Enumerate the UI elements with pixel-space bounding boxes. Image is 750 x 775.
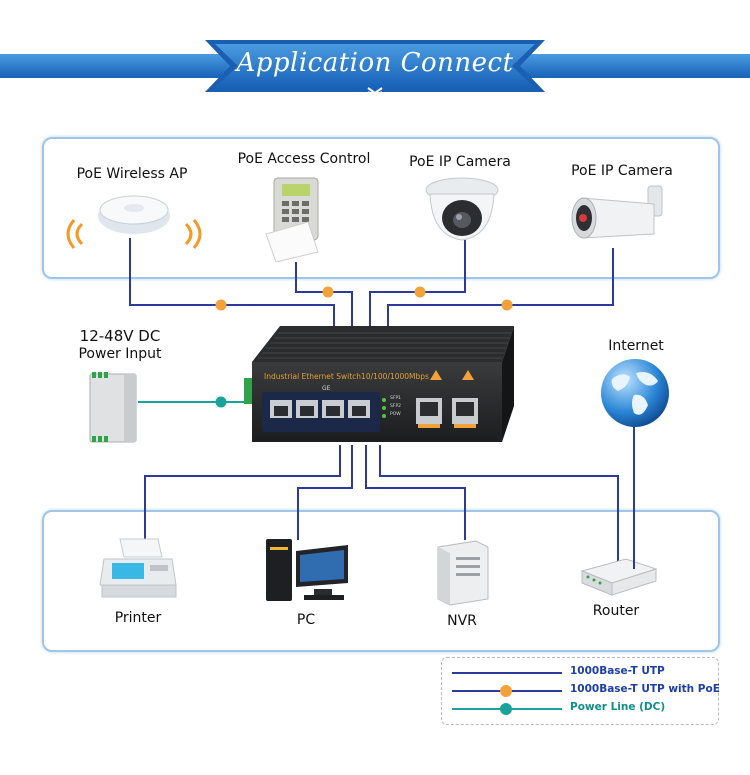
bullet-camera-icon (571, 185, 663, 239)
industrial-switch (244, 326, 514, 442)
access-control-label: PoE Access Control (237, 151, 371, 167)
globe-icon (601, 359, 669, 427)
internet-label: Internet (608, 338, 664, 354)
switch-ge-label: GE (322, 385, 331, 392)
legend-text-utp: 1000Base-T UTP (570, 665, 665, 677)
legend-swatch-utp (452, 672, 562, 674)
switch-led-sfp1: SFP1 (390, 396, 402, 401)
printer-label: Printer (114, 610, 162, 626)
header-banner (0, 40, 750, 92)
legend-text-dc: Power Line (DC) (570, 701, 666, 713)
nvr-label: NVR (447, 613, 477, 629)
legend-text-poe: 1000Base-T UTP with PoE (570, 683, 720, 695)
dome-camera-label: PoE IP Camera (409, 154, 511, 170)
page-title: Application Connect (236, 48, 514, 78)
wireless-ap-label: PoE Wireless AP (76, 166, 188, 182)
power-input-line1: 12-48V DC (79, 327, 161, 345)
legend: 1000Base-T UTP 1000Base-T UTP with PoE P… (441, 657, 720, 725)
legend-item-dc: Power Line (DC) (452, 700, 712, 718)
wireless-ap-icon (66, 195, 202, 249)
switch-led-sfp2: SFP2 (390, 404, 402, 409)
chevron-down-icon (367, 87, 383, 98)
poe-dot-icon (500, 685, 512, 697)
nvr-icon (437, 540, 489, 606)
bullet-camera-label: PoE IP Camera (571, 163, 673, 179)
router-label: Router (592, 603, 640, 619)
switch-title: Industrial Ethernet Switch10/100/1000Mbp… (264, 372, 429, 381)
power-supply-icon (89, 372, 137, 443)
pc-label: PC (296, 612, 316, 628)
power-input-line2: Power Input (78, 346, 162, 362)
dome-camera-icon (425, 177, 499, 241)
router-icon (580, 557, 658, 596)
legend-item-poe: 1000Base-T UTP with PoE (452, 682, 720, 700)
access-control-icon (265, 177, 319, 262)
switch-led-pow: POW (390, 412, 401, 417)
legend-item-utp: 1000Base-T UTP (452, 664, 712, 682)
dc-dot-icon (500, 703, 512, 715)
pc-icon (266, 539, 348, 601)
printer-icon (99, 538, 177, 598)
